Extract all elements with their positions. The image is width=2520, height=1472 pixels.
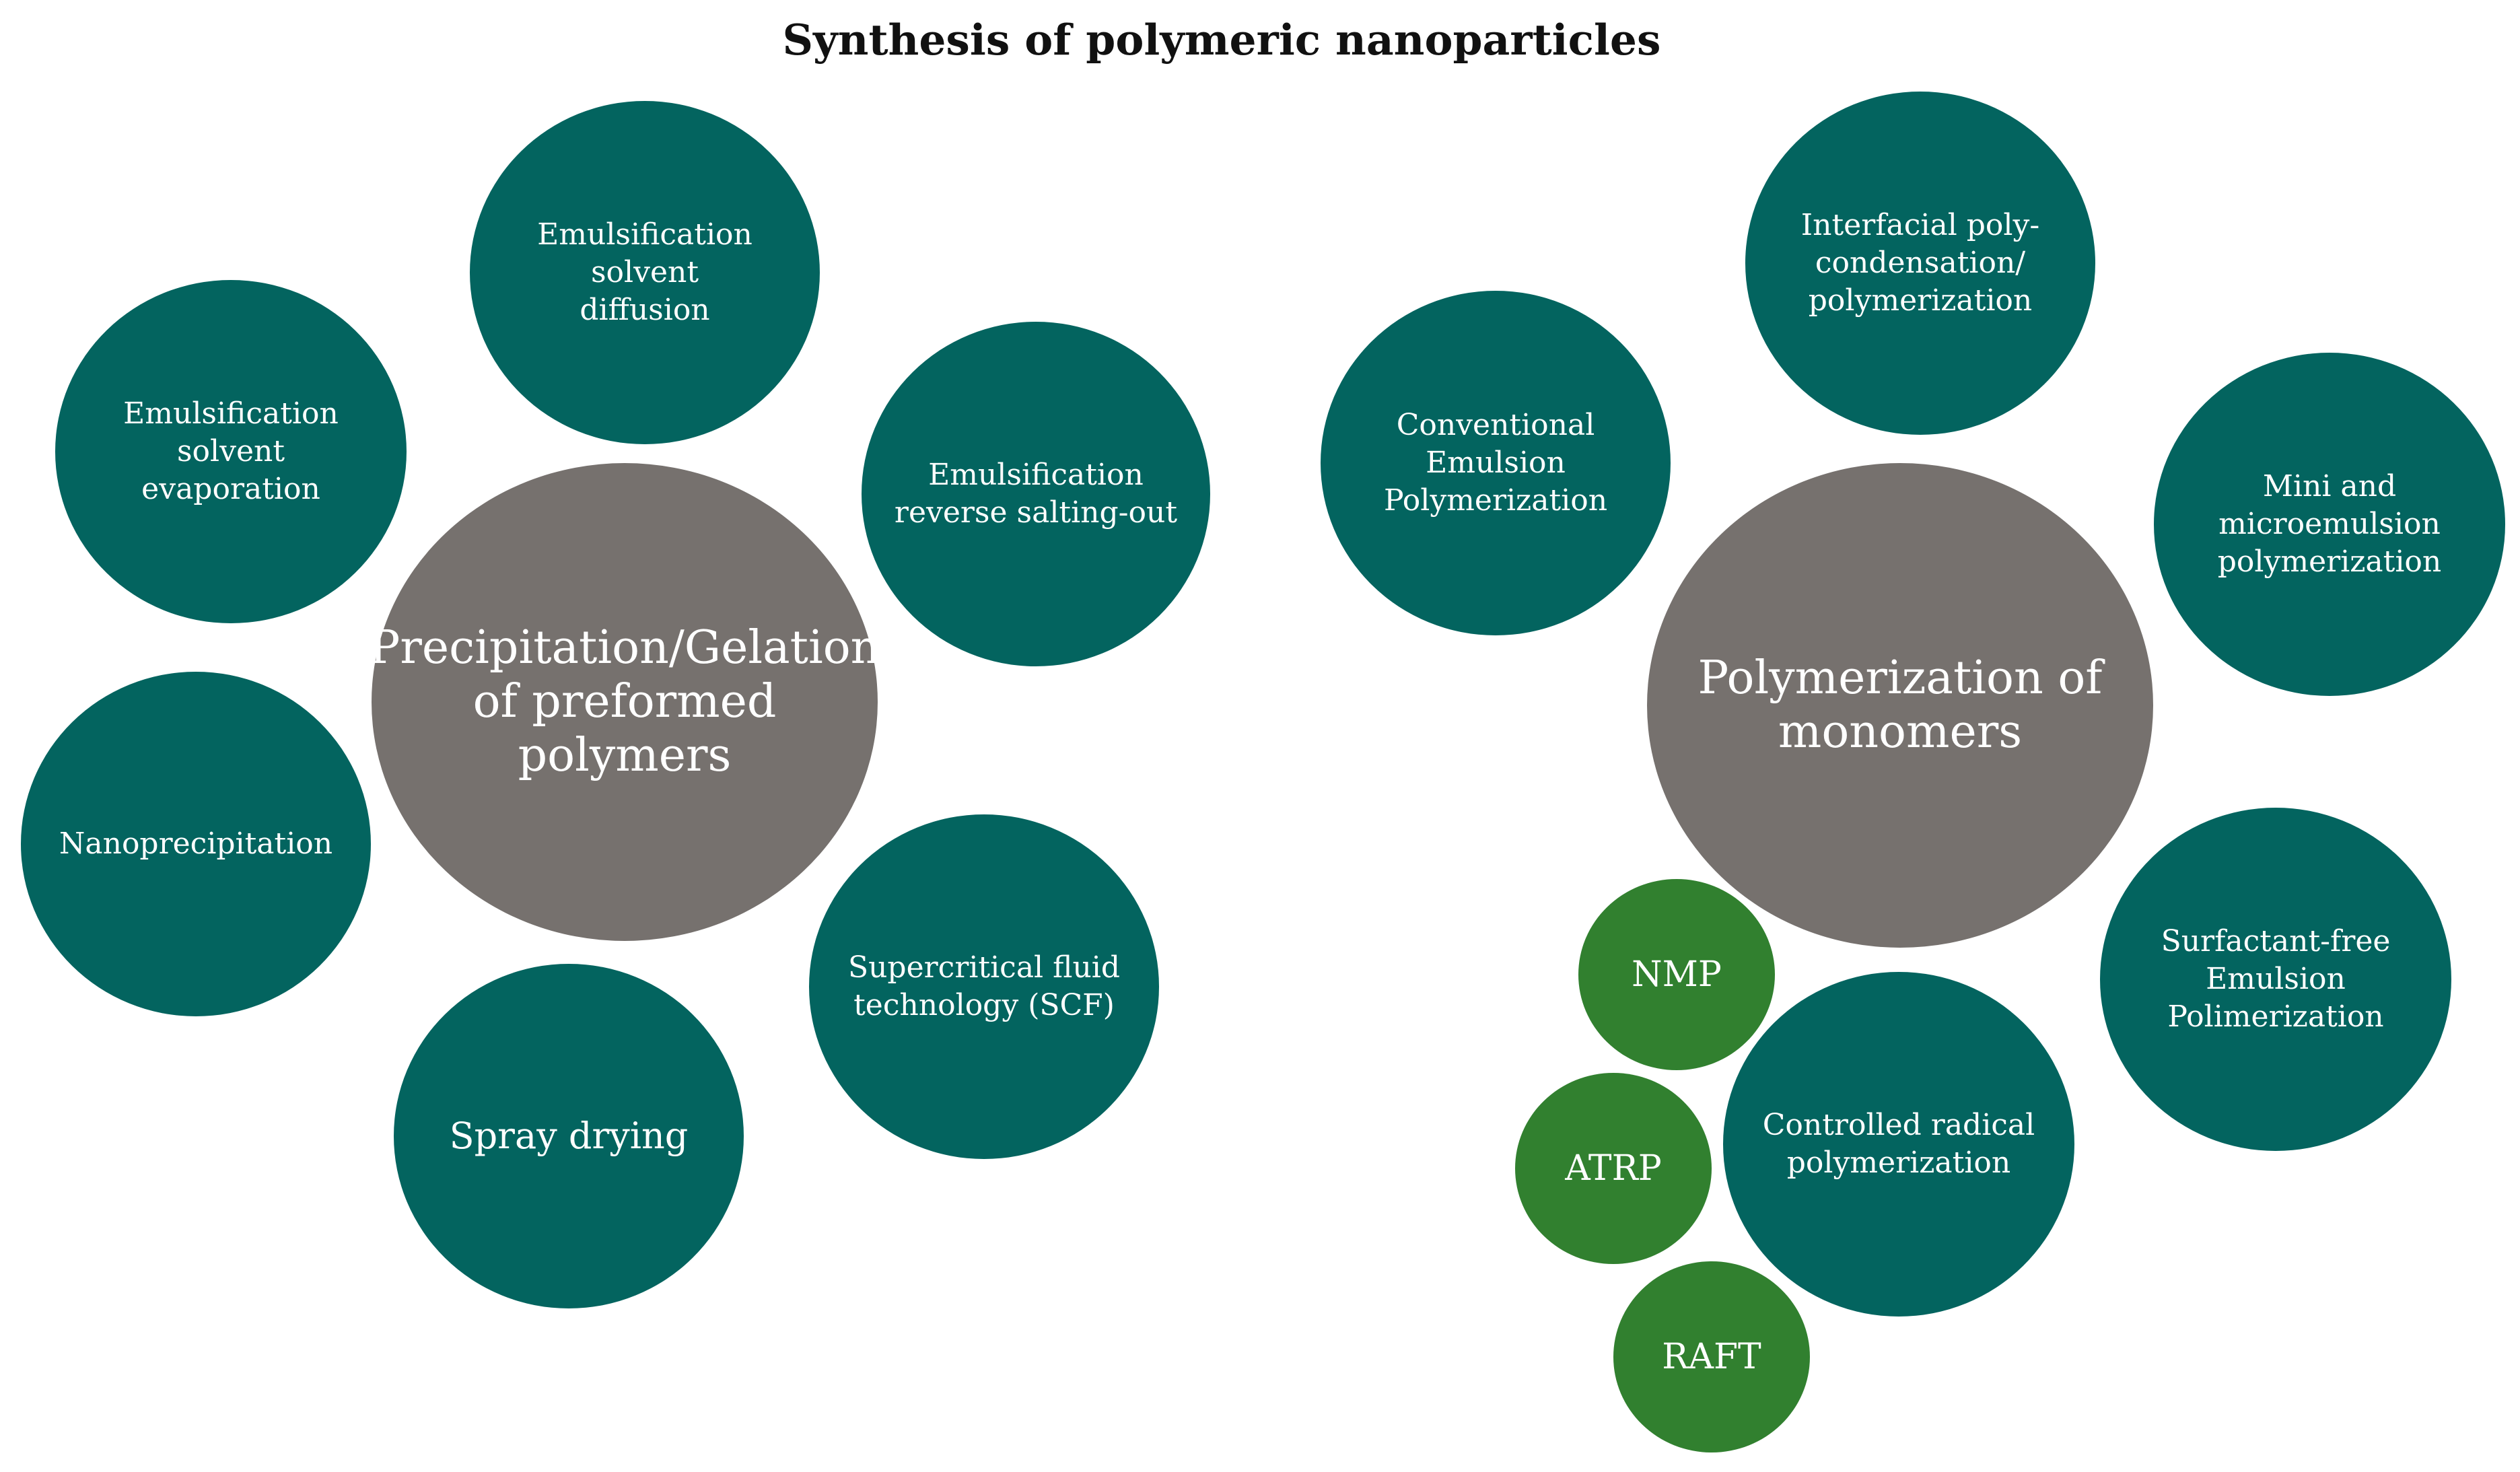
center-bubble-label: Polymerization of monomers bbox=[1698, 651, 2103, 759]
method-bubble-label: Interfacial poly- condensation/ polymeri… bbox=[1800, 207, 2040, 318]
method-bubble-label: Surfactant-free Emulsion Polimerization bbox=[2161, 923, 2391, 1035]
method-bubble-label: Emulsification solvent diffusion bbox=[537, 217, 753, 328]
method-bubble-mini-microemulsion-polymerization: Mini and microemulsion polymerization bbox=[2154, 353, 2505, 696]
center-bubble-polymerization-of-monomers: Polymerization of monomers bbox=[1647, 463, 2153, 948]
method-bubble-spray-drying: Spray drying bbox=[394, 964, 744, 1308]
method-bubble-label: Nanoprecipitation bbox=[59, 826, 333, 861]
diagram-title: Synthesis of polymeric nanoparticles bbox=[782, 15, 1661, 65]
method-bubble-emulsification-solvent-diffusion: Emulsification solvent diffusion bbox=[470, 101, 820, 444]
method-bubble-interfacial-polycondensation: Interfacial poly- condensation/ polymeri… bbox=[1745, 92, 2095, 435]
method-bubble-conventional-emulsion-polymerization: Conventional Emulsion Polymerization bbox=[1321, 291, 1671, 635]
method-bubble-surfactant-free-emulsion-polymerization: Surfactant-free Emulsion Polimerization bbox=[2100, 808, 2451, 1151]
center-bubble-preformed-polymers: Precipitation/Gelation of preformed poly… bbox=[369, 463, 880, 941]
sub-method-bubble-label: RAFT bbox=[1662, 1336, 1761, 1377]
method-bubble-label: Conventional Emulsion Polymerization bbox=[1383, 407, 1608, 518]
sub-method-bubble-atrp: ATRP bbox=[1515, 1073, 1712, 1264]
method-bubble-label: Emulsification reverse salting-out bbox=[894, 457, 1178, 530]
sub-method-bubble-label: ATRP bbox=[1565, 1148, 1662, 1189]
method-bubble-label: Controlled radical polymerization bbox=[1762, 1107, 2035, 1180]
method-bubble-nanoprecipitation: Nanoprecipitation bbox=[21, 672, 371, 1016]
method-bubble-emulsification-reverse-salting-out: Emulsification reverse salting-out bbox=[862, 322, 1210, 666]
method-bubble-emulsification-solvent-evaporation: Emulsification solvent evaporation bbox=[55, 280, 407, 623]
method-bubble-label: Spray drying bbox=[449, 1115, 689, 1158]
method-bubble-label: Supercritical fluid technology (SCF) bbox=[847, 950, 1121, 1022]
method-bubble-controlled-radical-polymerization: Controlled radical polymerization bbox=[1723, 972, 2074, 1317]
center-bubble-label: Precipitation/Gelation of preformed poly… bbox=[369, 621, 880, 783]
sub-method-bubble-raft: RAFT bbox=[1613, 1261, 1810, 1452]
sub-method-bubble-label: NMP bbox=[1632, 954, 1722, 995]
method-bubble-supercritical-fluid-technology: Supercritical fluid technology (SCF) bbox=[809, 814, 1159, 1159]
method-bubble-label: Emulsification solvent evaporation bbox=[123, 396, 339, 507]
sub-method-bubble-nmp: NMP bbox=[1578, 879, 1775, 1070]
method-bubble-label: Mini and microemulsion polymerization bbox=[2217, 468, 2442, 580]
